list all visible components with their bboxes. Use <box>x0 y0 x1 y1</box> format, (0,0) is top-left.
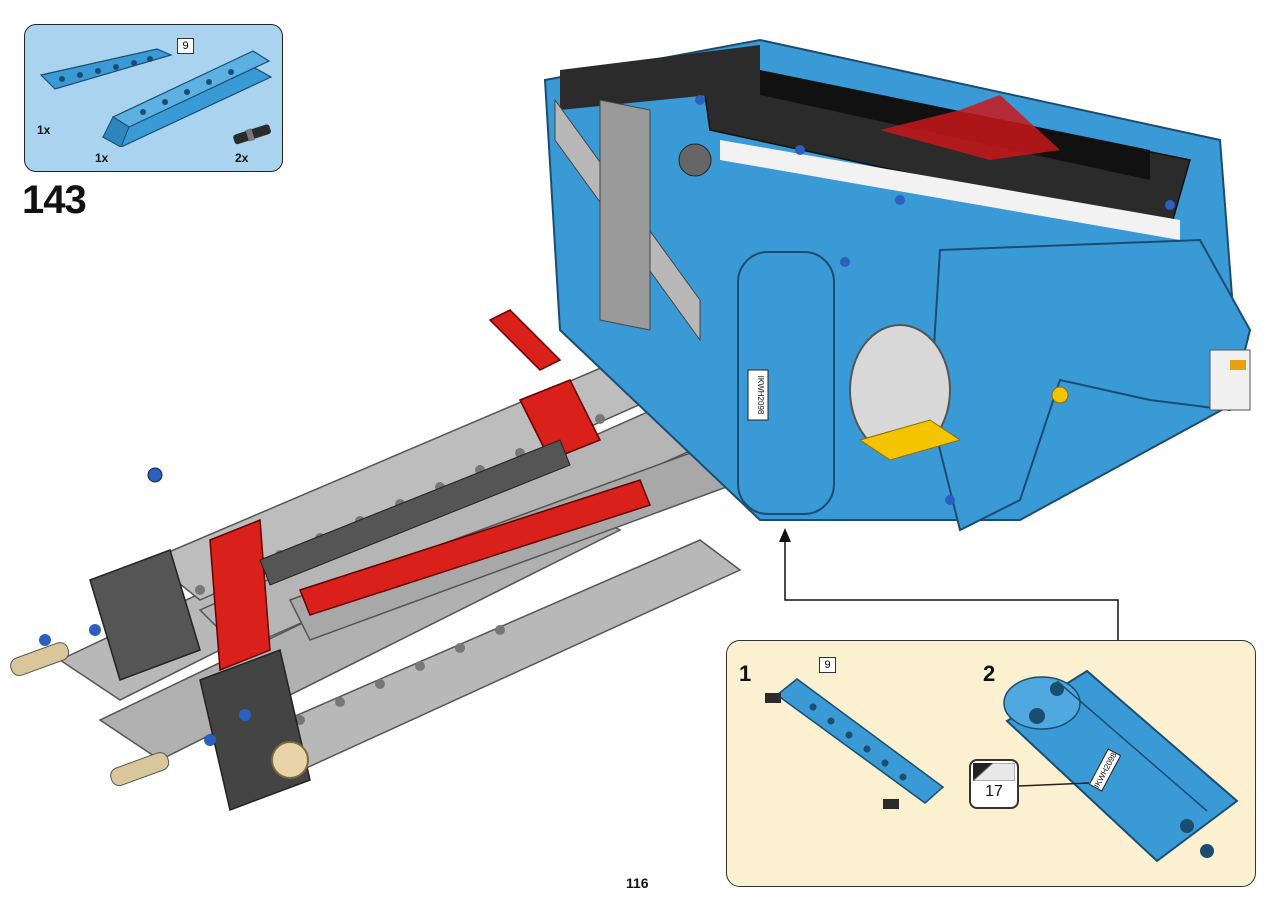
part-qty-1: 1x <box>37 123 51 137</box>
sticker-peel-icon <box>973 763 1015 781</box>
sticker-number: 17 <box>985 783 1003 800</box>
substep-1-length-badge: 9 <box>819 657 836 673</box>
front-axle <box>10 467 311 812</box>
substep-2-panel-icon: IKWH2098 <box>1003 669 1239 863</box>
red-steering-parts <box>209 309 651 672</box>
callout-arrow <box>779 528 1119 640</box>
part-qty-3: 2x <box>235 151 249 165</box>
truck-cab: IKWH2098 <box>543 38 1252 532</box>
step-number: 143 <box>22 178 87 222</box>
sticker-icon: 17 <box>969 759 1019 809</box>
part-qty-2: 1x <box>95 151 109 165</box>
black-pin-connector-icon <box>233 124 271 145</box>
blue-panel-beam-icon <box>101 50 273 147</box>
chassis-frame <box>58 329 802 781</box>
sticker-pointer-line <box>1019 782 1089 787</box>
substep-1-beam-icon <box>765 678 945 809</box>
part-length-badge: 9 <box>177 38 194 54</box>
parts-list-panel: 1x 9 1x 2x <box>24 24 283 172</box>
subassembly-callout: 1 9 2 IKWH2098 17 <box>726 640 1256 887</box>
substep-2-number: 2 <box>983 661 996 686</box>
page-number: 116 <box>626 875 649 891</box>
substep-1-number: 1 <box>739 661 752 686</box>
svg-text:IKWH2098: IKWH2098 <box>756 376 765 415</box>
blue-beam-7-icon <box>39 48 173 90</box>
